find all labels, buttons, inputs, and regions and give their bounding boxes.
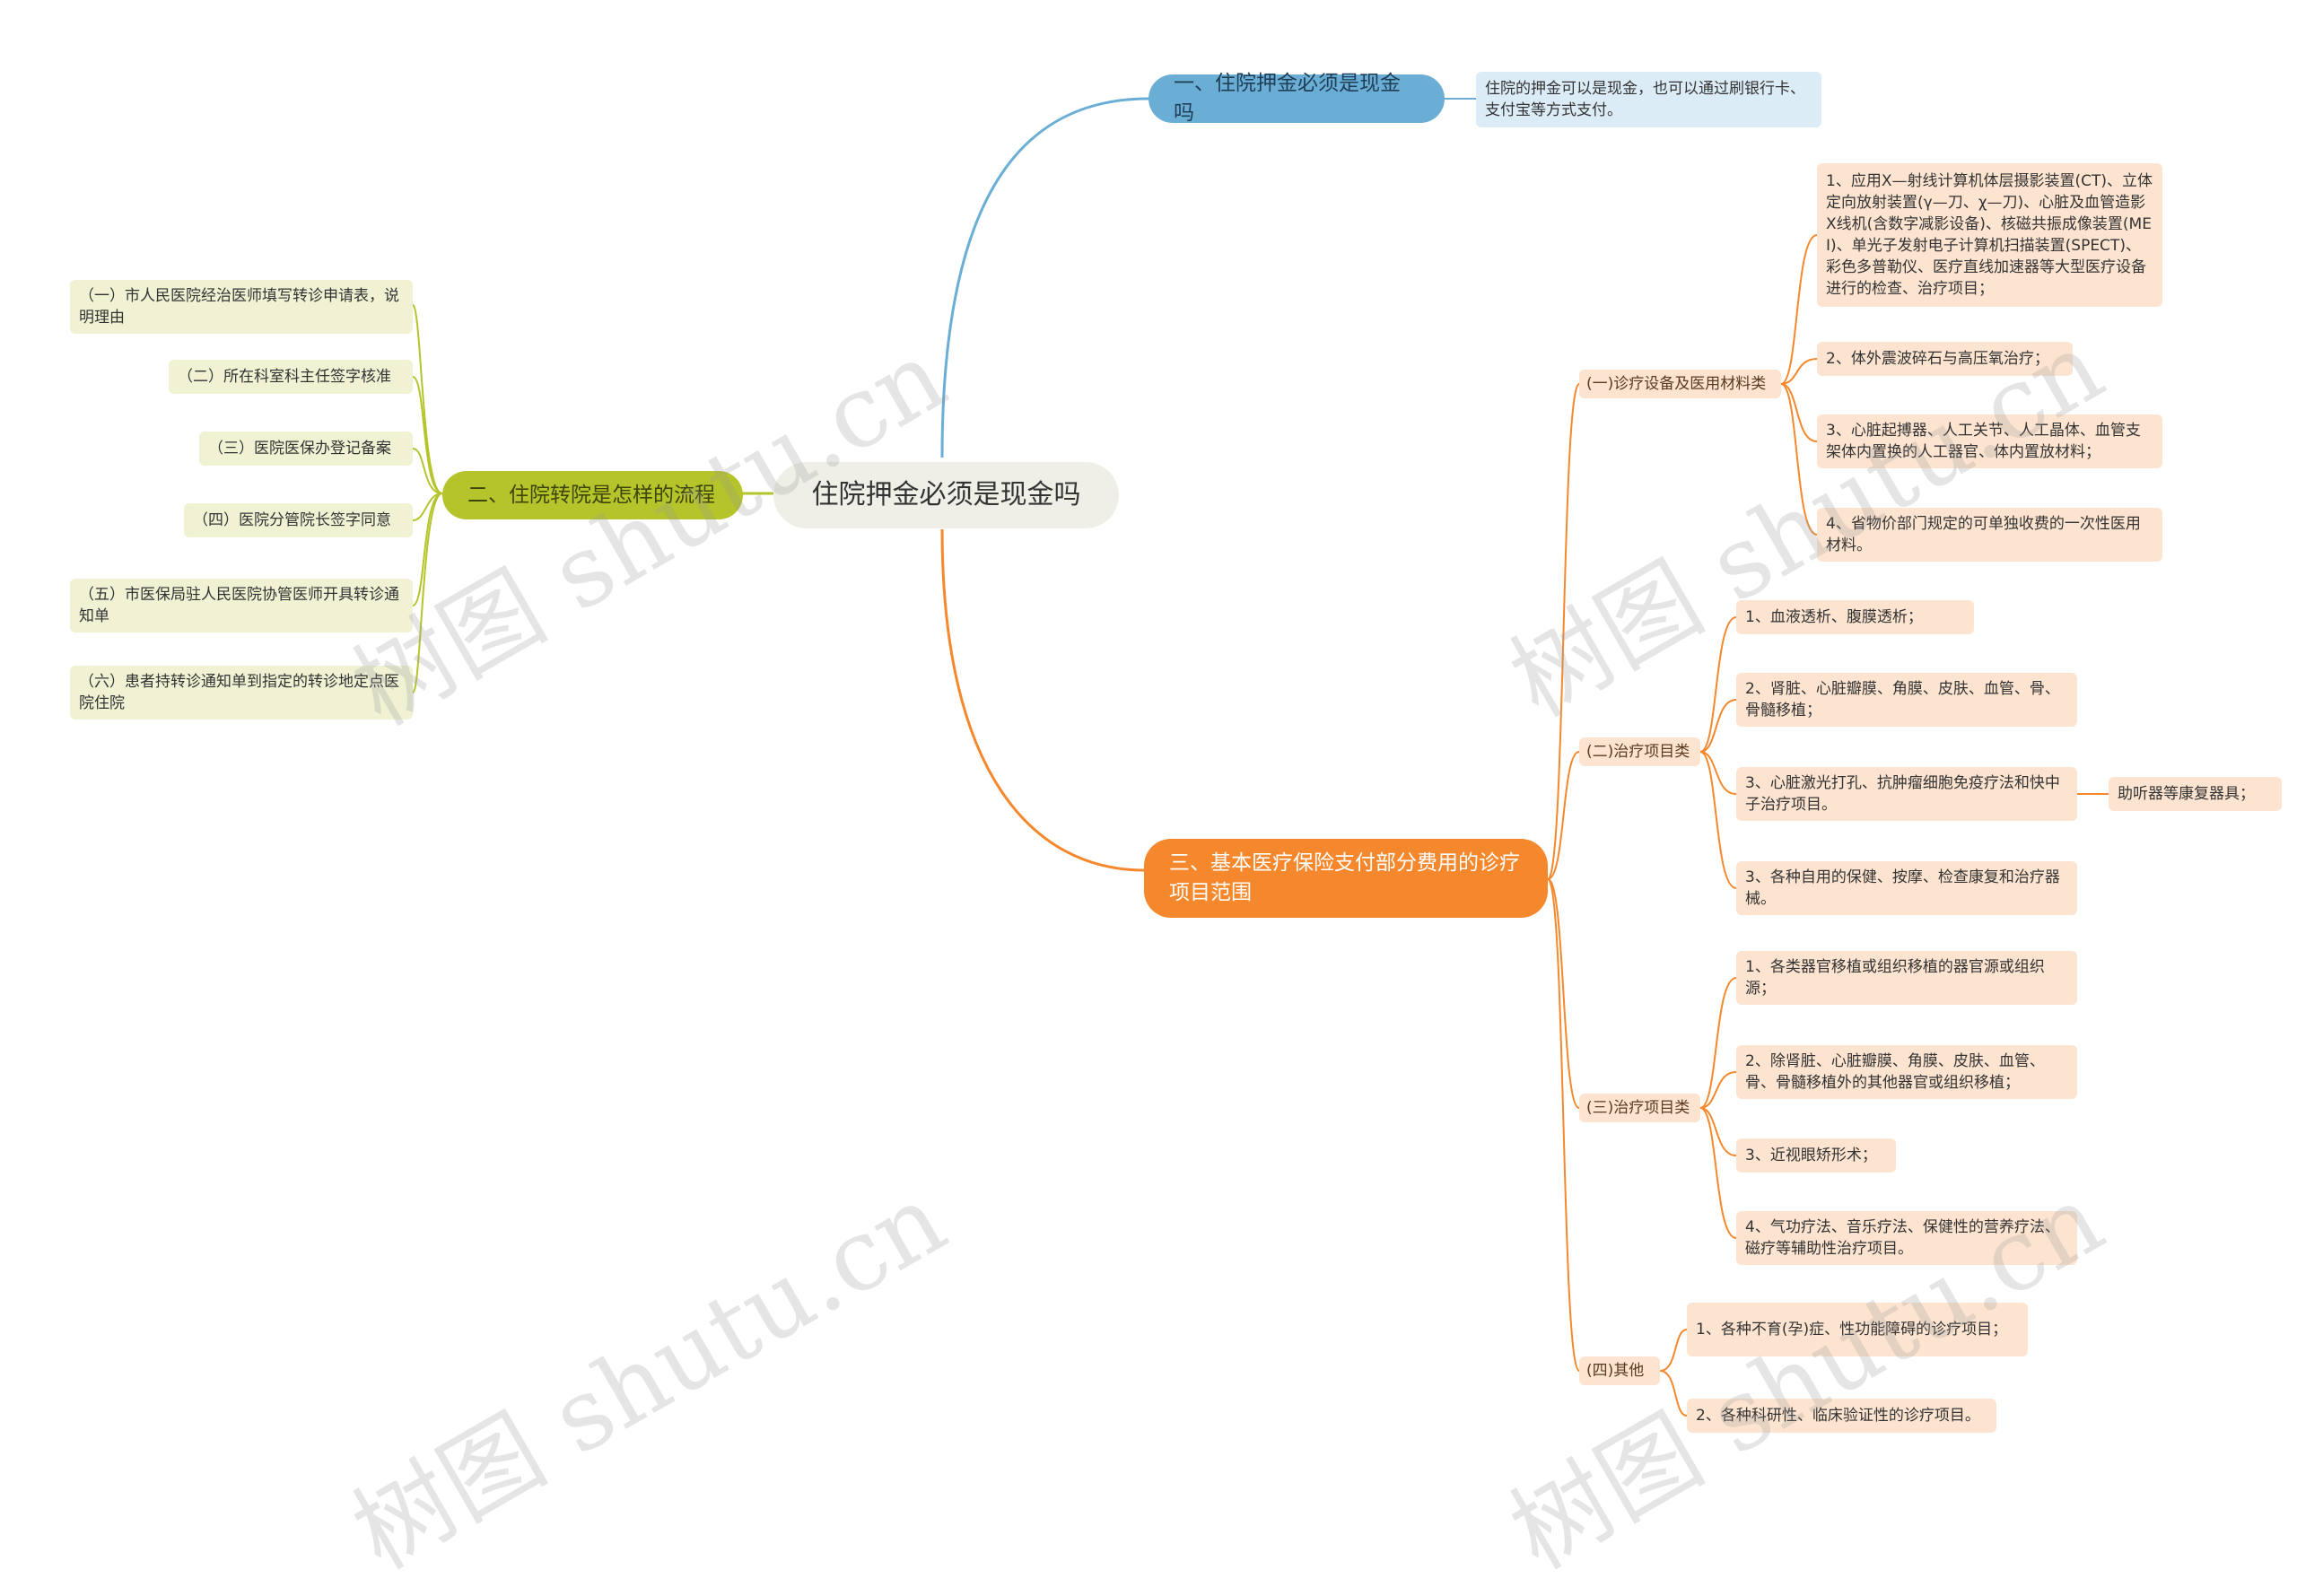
- treatment2-item-3[interactable]: 3、心脏激光打孔、抗肿瘤细胞免疫疗法和快中子治疗项目。: [1736, 767, 2077, 821]
- branch-deposit-cash[interactable]: 一、住院押金必须是现金吗: [1148, 72, 1445, 125]
- treatment2-item-1[interactable]: 1、血液透析、腹膜透析；: [1736, 600, 1974, 634]
- treatment3-item-1-text: 1、各类器官移植或组织移植的器官源或组织源；: [1745, 957, 2045, 998]
- group-equipment-materials-label: (一)诊疗设备及医用材料类: [1586, 374, 1767, 393]
- treatment3-item-2[interactable]: 2、除肾脏、心脏瓣膜、角膜、皮肤、血管、骨、骨髓移植外的其他器官或组织移植；: [1736, 1045, 2077, 1099]
- transfer-step-4[interactable]: （四）医院分管院长签字同意: [184, 503, 413, 537]
- equipment-item-1[interactable]: 1、应用X—射线计算机体层摄影装置(CT)、立体定向放射装置(γ—刀、χ—刀)、…: [1817, 163, 2162, 307]
- equipment-item-4-text: 4、省物价部门规定的可单独收费的一次性医用材料。: [1826, 514, 2141, 554]
- links-branch3-groups: [1547, 383, 1580, 1372]
- link-root-branch1: [940, 97, 1149, 458]
- treatment2-item-4-text: 3、各种自用的保健、按摩、检查康复和治疗器械。: [1745, 868, 2060, 908]
- rehab-equipment-note[interactable]: 助听器等康复器具；: [2109, 777, 2282, 811]
- treatment3-item-4[interactable]: 4、气功疗法、音乐疗法、保健性的营养疗法、磁疗等辅助性治疗项目。: [1736, 1211, 2077, 1265]
- other-item-1[interactable]: 1、各种不育(孕)症、性功能障碍的诊疗项目；: [1687, 1303, 2028, 1356]
- transfer-step-6-text: （六）患者持转诊通知单到指定的转诊地定点医院住院: [79, 672, 399, 712]
- group-treatment-3[interactable]: (三)治疗项目类: [1579, 1094, 1700, 1122]
- treatment3-item-3-text: 3、近视眼矫形术；: [1745, 1146, 1877, 1164]
- transfer-step-1-text: （一）市人民医院经治医师填写转诊申请表，说明理由: [79, 286, 399, 327]
- transfer-step-2[interactable]: （二）所在科室科主任签字核准: [169, 360, 413, 394]
- other-item-1-text: 1、各种不育(孕)症、性功能障碍的诊疗项目；: [1696, 1320, 2008, 1339]
- equipment-item-4[interactable]: 4、省物价部门规定的可单独收费的一次性医用材料。: [1817, 508, 2162, 562]
- rehab-equipment-note-text: 助听器等康复器具；: [2118, 784, 2255, 803]
- branch-insurance-scope[interactable]: 三、基本医疗保险支付部分费用的诊疗项目范围: [1144, 839, 1548, 918]
- equipment-item-3[interactable]: 3、心脏起搏器、人工关节、人工晶体、血管支架体内置换的人工器官、体内置放材料；: [1817, 414, 2162, 468]
- group-other[interactable]: (四)其他: [1579, 1356, 1660, 1385]
- note-deposit-payment-text: 住院的押金可以是现金，也可以通过刷银行卡、支付宝等方式支付。: [1485, 79, 1805, 119]
- treatment2-item-2-text: 2、肾脏、心脏瓣膜、角膜、皮肤、血管、骨、骨髓移植；: [1745, 679, 2060, 720]
- branch-deposit-cash-label: 一、住院押金必须是现金吗: [1174, 72, 1401, 125]
- note-deposit-payment[interactable]: 住院的押金可以是现金，也可以通过刷银行卡、支付宝等方式支付。: [1476, 72, 1821, 127]
- other-item-2-text: 2、各种科研性、临床验证性的诊疗项目。: [1696, 1406, 1980, 1425]
- treatment3-item-3[interactable]: 3、近视眼矫形术；: [1736, 1138, 1896, 1173]
- treatment2-item-2[interactable]: 2、肾脏、心脏瓣膜、角膜、皮肤、血管、骨、骨髓移植；: [1736, 673, 2077, 727]
- other-item-2[interactable]: 2、各种科研性、临床验证性的诊疗项目。: [1687, 1399, 1996, 1433]
- treatment2-item-1-text: 1、血液透析、腹膜透析；: [1745, 607, 1923, 626]
- group-treatment-2[interactable]: (二)治疗项目类: [1579, 737, 1700, 766]
- branch-transfer-process[interactable]: 二、住院转院是怎样的流程: [442, 471, 743, 519]
- equipment-item-2[interactable]: 2、体外震波碎石与高压氧治疗；: [1817, 342, 2073, 376]
- treatment2-item-3-text: 3、心脏激光打孔、抗肿瘤细胞免疫疗法和快中子治疗项目。: [1745, 773, 2060, 814]
- links-branch2-steps: [412, 304, 443, 693]
- transfer-step-3-text: （三）医院医保办登记备案: [208, 439, 391, 458]
- group-treatment-3-label: (三)治疗项目类: [1586, 1098, 1690, 1117]
- treatment2-item-4[interactable]: 3、各种自用的保健、按摩、检查康复和治疗器械。: [1736, 861, 2077, 915]
- branch-insurance-scope-label: 三、基本医疗保险支付部分费用的诊疗项目范围: [1169, 851, 1520, 904]
- root-topic-label: 住院押金必须是现金吗: [811, 478, 1081, 510]
- equipment-item-2-text: 2、体外震波碎石与高压氧治疗；: [1826, 349, 2049, 368]
- group-equipment-materials[interactable]: (一)诊疗设备及医用材料类: [1579, 370, 1781, 398]
- transfer-step-5[interactable]: （五）市医保局驻人民医院协管医师开具转诊通知单: [70, 579, 413, 632]
- connector-lines: [412, 97, 2109, 1417]
- transfer-step-2-text: （二）所在科室科主任签字核准: [178, 367, 391, 386]
- treatment3-item-2-text: 2、除肾脏、心脏瓣膜、角膜、皮肤、血管、骨、骨髓移植外的其他器官或组织移植；: [1745, 1051, 2045, 1092]
- transfer-step-3[interactable]: （三）医院医保办登记备案: [199, 432, 413, 466]
- root-topic[interactable]: 住院押金必须是现金吗: [773, 462, 1119, 528]
- equipment-item-3-text: 3、心脏起搏器、人工关节、人工晶体、血管支架体内置换的人工器官、体内置放材料；: [1826, 421, 2141, 461]
- link-root-branch3: [940, 528, 1145, 872]
- transfer-step-4-text: （四）医院分管院长签字同意: [193, 510, 391, 529]
- group-other-label: (四)其他: [1586, 1361, 1645, 1380]
- transfer-step-5-text: （五）市医保局驻人民医院协管医师开具转诊通知单: [79, 585, 399, 625]
- group-treatment-2-label: (二)治疗项目类: [1586, 742, 1690, 761]
- equipment-item-1-text: 1、应用X—射线计算机体层摄影装置(CT)、立体定向放射装置(γ—刀、χ—刀)、…: [1826, 171, 2153, 299]
- transfer-step-6[interactable]: （六）患者持转诊通知单到指定的转诊地定点医院住院: [70, 666, 413, 720]
- branch-transfer-process-label: 二、住院转院是怎样的流程: [467, 483, 715, 507]
- transfer-step-1[interactable]: （一）市人民医院经治医师填写转诊申请表，说明理由: [70, 280, 413, 334]
- treatment3-item-1[interactable]: 1、各类器官移植或组织移植的器官源或组织源；: [1736, 951, 2077, 1005]
- links-group-items: [1659, 234, 2109, 1417]
- treatment3-item-4-text: 4、气功疗法、音乐疗法、保健性的营养疗法、磁疗等辅助性治疗项目。: [1745, 1217, 2060, 1258]
